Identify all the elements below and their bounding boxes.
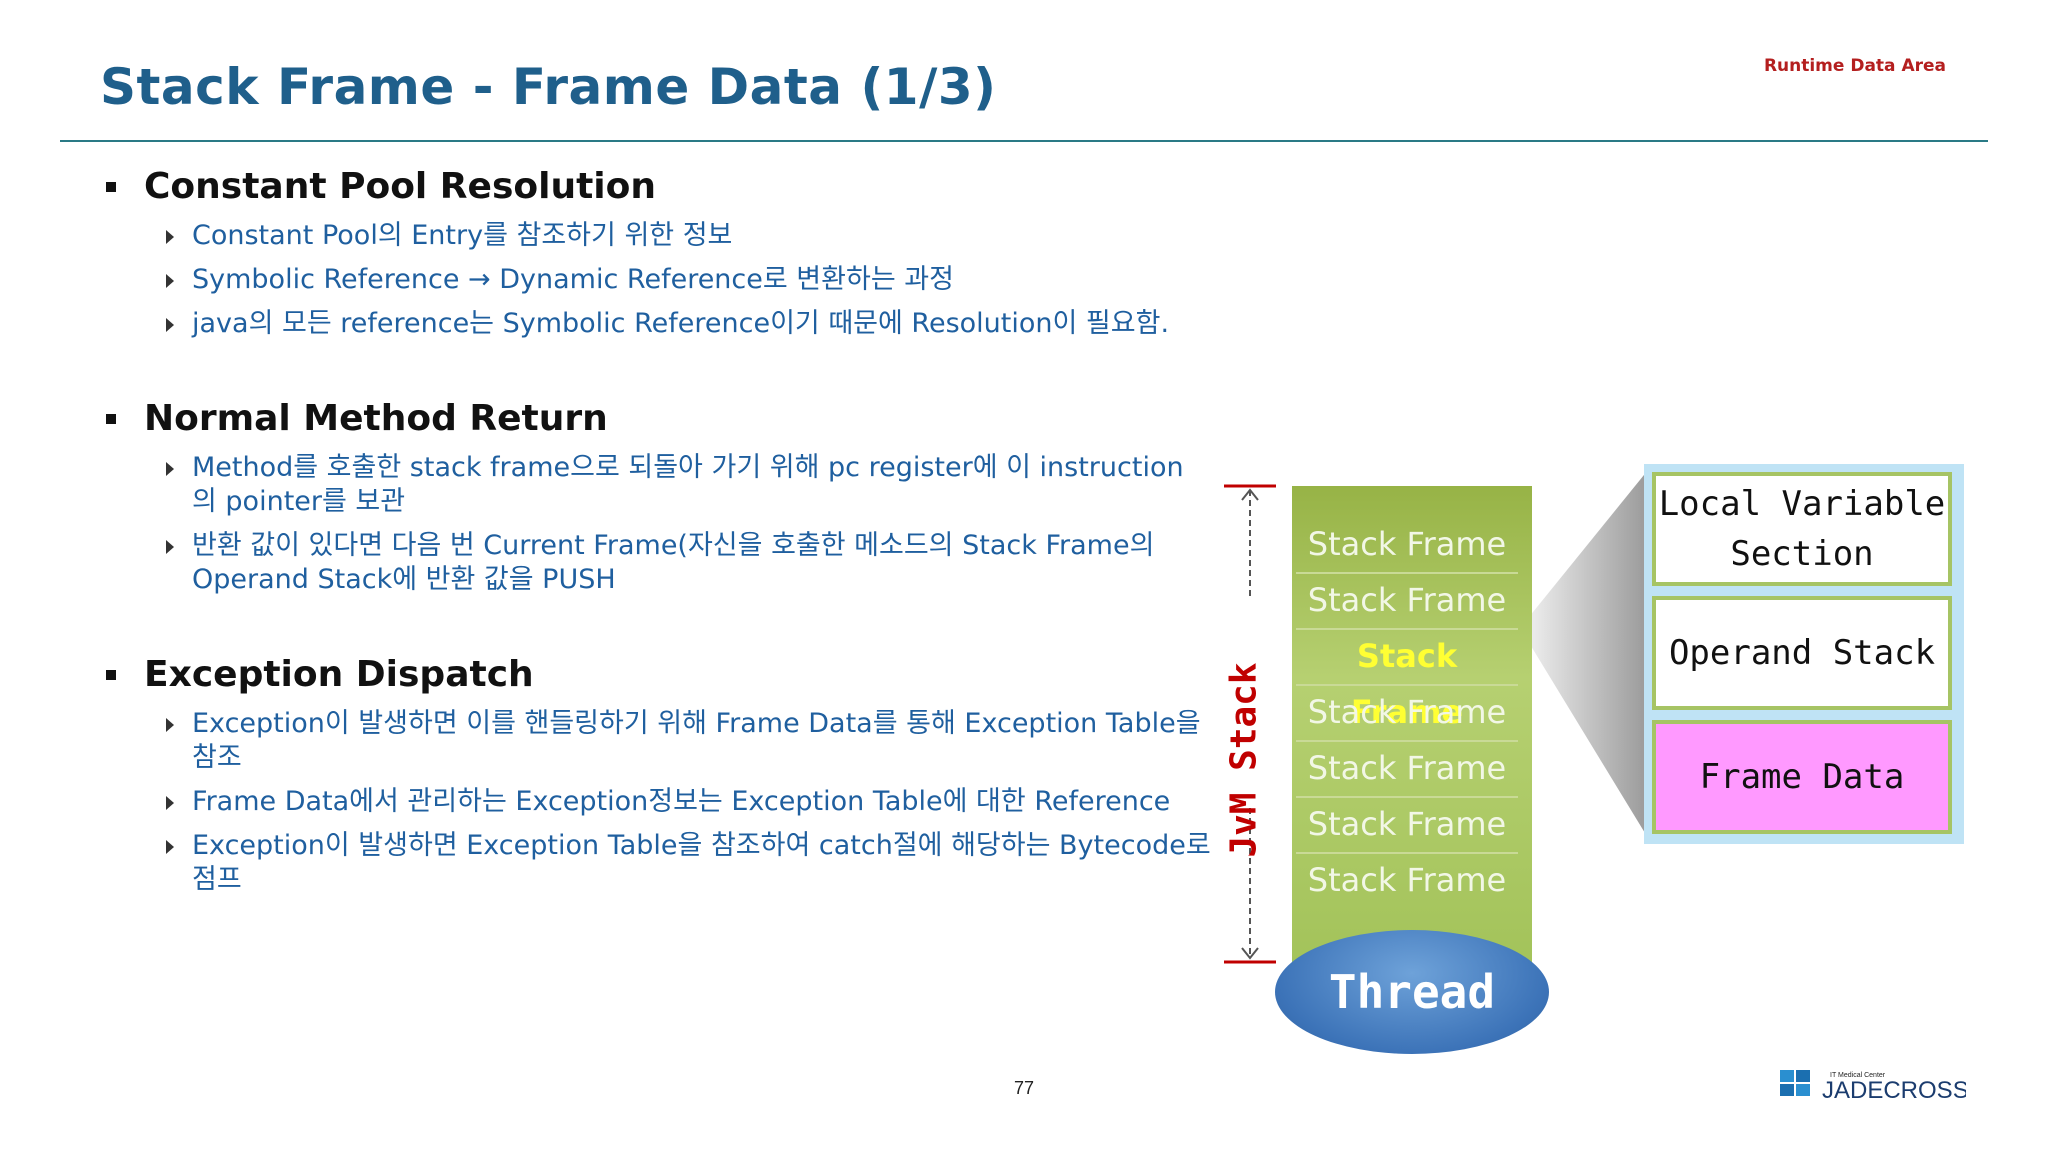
bullet-list: Method를 호출한 stack frame으로 되돌아 가기 위해 pc r… [162,451,1190,597]
list-item: Constant Pool의 Entry를 참조하기 위한 정보 [162,219,1169,253]
stack-frame: Stack Frame [1296,572,1518,630]
section-heading: Normal Method Return [100,398,1190,439]
list-item-text: Exception이 발생하면 Exception Table을 참조하여 ca… [192,830,1211,895]
bullet-list: Exception이 발생하면 이를 핸들링하기 위해 Frame Data를 … [162,707,1220,897]
stack-frame: Stack Frame [1296,516,1518,574]
list-item-text: Symbolic Reference → Dynamic Reference로 … [192,264,954,295]
list-item-text: Method를 호출한 stack frame으로 되돌아 가기 위해 pc r… [192,452,1184,517]
section-normal-method-return: Normal Method Return Method를 호출한 stack f… [100,398,1190,607]
list-item: Exception이 발생하면 Exception Table을 참조하여 ca… [162,829,1220,897]
jvm-stack-text: JvM Stack [1223,662,1265,858]
triangle-bullet-icon [166,796,174,810]
thread-ellipse: Thread [1275,930,1549,1054]
list-item: java의 모든 reference는 Symbolic Reference이기… [162,307,1169,341]
zoom-connector [1520,470,1648,838]
list-item-text: Frame Data에서 관리하는 Exception정보는 Exception… [192,786,1171,817]
stack-frame: Stack Frame [1307,861,1507,899]
heading-text: Constant Pool Resolution [144,166,656,207]
square-bullet-icon [106,413,116,424]
arrow-up-icon [1241,488,1259,501]
list-item: Exception이 발생하면 이를 핸들링하기 위해 Frame Data를 … [162,707,1220,775]
square-bullet-icon [106,669,116,680]
triangle-bullet-icon [166,540,174,554]
operand-stack: Operand Stack [1652,596,1952,710]
list-item-text: Constant Pool의 Entry를 참조하기 위한 정보 [192,220,733,251]
arrow-down-icon [1241,947,1259,960]
logo-mark-icon: IT Medical Center JADECROSS [1780,1070,1969,1104]
triangle-bullet-icon [166,274,174,288]
local-variable-line2: Section [1730,534,1874,574]
heading-text: Exception Dispatch [144,654,534,695]
stack-frame: Stack Frame [1296,684,1518,742]
list-item: Frame Data에서 관리하는 Exception정보는 Exception… [162,785,1220,819]
stack-frame: Stack Frame [1296,740,1518,798]
list-item-text: java의 모든 reference는 Symbolic Reference이기… [192,308,1170,339]
frame-data: Frame Data [1652,720,1952,834]
jvm-stack-column [1292,486,1532,966]
page-number: 77 [1014,1078,1035,1098]
list-item: Symbolic Reference → Dynamic Reference로 … [162,263,1169,297]
triangle-bullet-icon [166,462,174,476]
list-item: 반환 값이 있다면 다음 번 Current Frame(자신을 호출한 메소드… [162,529,1190,597]
section-heading: Constant Pool Resolution [100,166,1169,207]
square-bullet-icon [106,181,116,192]
triangle-bullet-icon [166,840,174,854]
jvm-stack-label: JvM Stack [1214,662,1274,857]
list-item: Method를 호출한 stack frame으로 되돌아 가기 위해 pc r… [162,451,1190,519]
stack-frame-current: Stack Frame [1296,628,1518,731]
local-variable-section: Local Variable Section [1652,472,1952,586]
triangle-bullet-icon [166,718,174,732]
stack-frame: Stack Frame [1296,796,1518,854]
local-variable-line1: Local Variable [1658,484,1946,524]
triangle-bullet-icon [166,230,174,244]
list-item-text: Exception이 발생하면 이를 핸들링하기 위해 Frame Data를 … [192,708,1201,773]
page-title: Stack Frame - Frame Data (1/3) [100,58,997,116]
heading-text: Normal Method Return [144,398,608,439]
list-item-text: 반환 값이 있다면 다음 번 Current Frame(자신을 호출한 메소드… [192,530,1155,595]
section-tag: Runtime Data Area [1763,56,1946,76]
section-heading: Exception Dispatch [100,654,1220,695]
section-constant-pool: Constant Pool Resolution Constant Pool의 … [100,166,1169,351]
section-exception-dispatch: Exception Dispatch Exception이 발생하면 이를 핸들… [100,654,1220,907]
bullet-list: Constant Pool의 Entry를 참조하기 위한 정보 Symboli… [162,219,1169,341]
triangle-bullet-icon [166,318,174,332]
title-divider [60,140,1988,142]
logo-text: JADECROSS [1822,1077,1966,1104]
logo-small-text: IT Medical Center [1830,1072,1886,1079]
jadecross-logo: IT Medical Center JADECROSS [1780,1068,1969,1108]
